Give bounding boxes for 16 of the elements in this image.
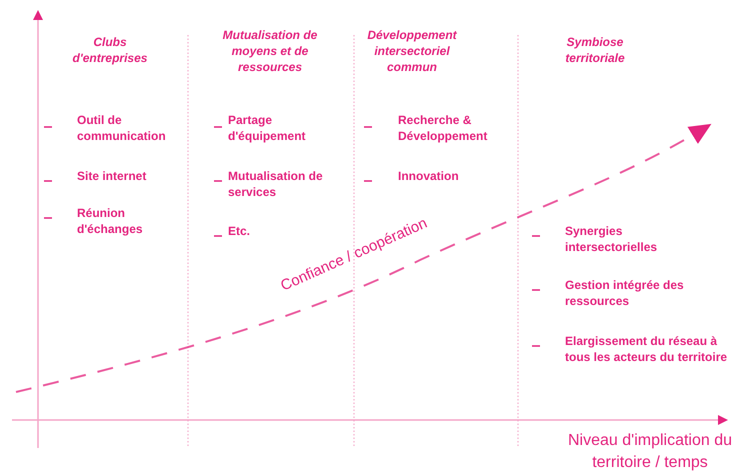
list-item: Gestion intégrée des ressources xyxy=(565,277,685,310)
list-item: Mutualisation de services xyxy=(228,168,324,200)
column-heading: Clubs d'entreprises xyxy=(72,34,148,66)
list-item: Site internet xyxy=(77,168,148,184)
list-item: Synergies intersectorielles xyxy=(565,223,658,256)
list-item: Etc. xyxy=(228,223,252,240)
column-heading: Développement intersectoriel commun xyxy=(366,27,458,76)
list-item: Recherche & Développement xyxy=(398,112,488,144)
list-item: Innovation xyxy=(398,168,460,184)
list-item: Réunion d'échanges xyxy=(77,205,144,238)
list-item: Outil de communication xyxy=(77,112,167,144)
list-item: Partage d'équipement xyxy=(228,112,307,144)
column-heading: Symbiose territoriale xyxy=(564,34,626,66)
list-item: Elargissement du réseau à tous les acteurs du territoire xyxy=(565,333,728,366)
column-heading: Mutualisation de moyens et de ressources xyxy=(222,27,318,76)
axis-title: Niveau d'implication du territoire / temps xyxy=(566,431,734,473)
